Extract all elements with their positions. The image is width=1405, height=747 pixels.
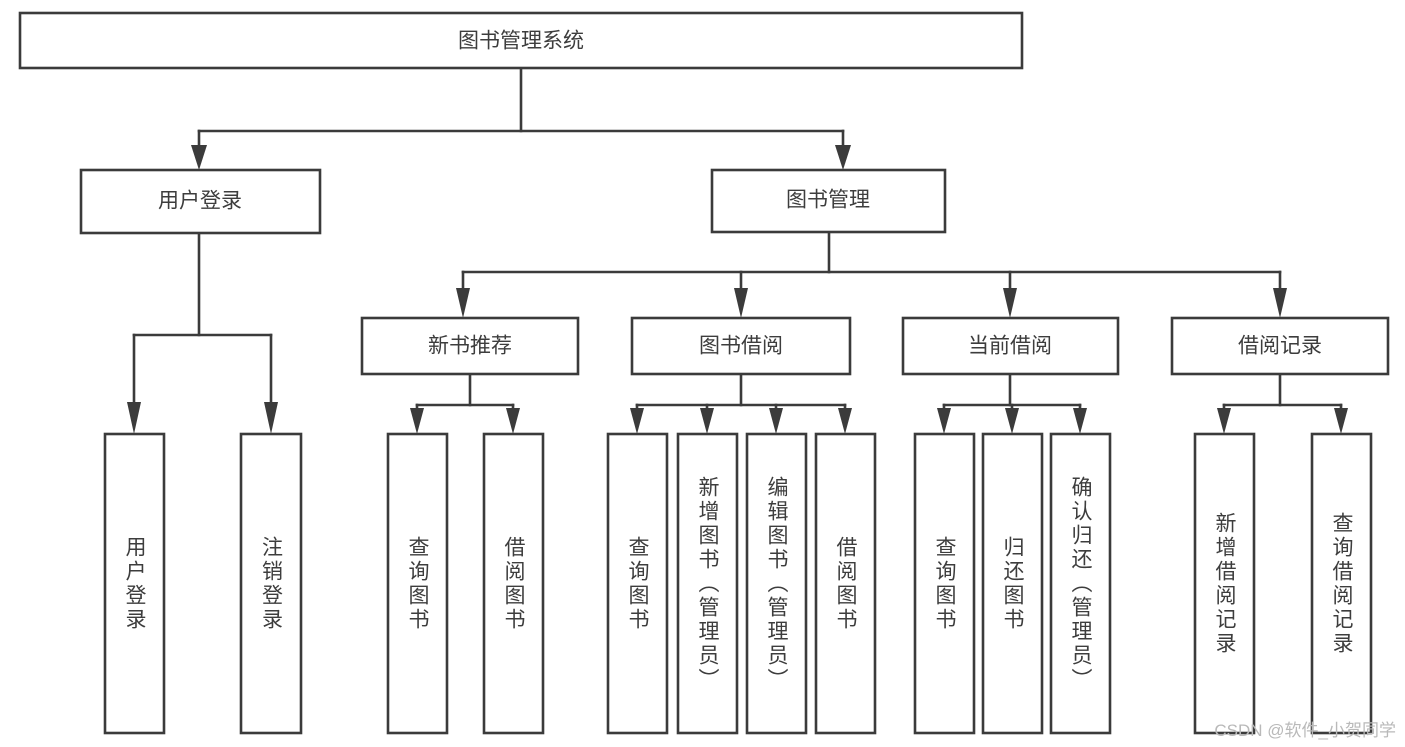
node-root-label: 图书管理系统 <box>458 30 584 53</box>
node-new-book-recommend-label: 新书推荐 <box>428 335 512 358</box>
leaf-query-record[interactable] <box>1310 432 1373 735</box>
node-current-borrow[interactable]: 当前借阅 <box>901 316 1120 376</box>
leaf-user-login-box[interactable] <box>103 432 166 735</box>
connector-group-book-manage <box>456 230 1287 318</box>
node-borrow-record-box[interactable] <box>1170 316 1390 376</box>
node-new-book-recommend[interactable]: 新书推荐 <box>360 316 580 376</box>
leaf-borrow-book-2-box[interactable] <box>814 432 877 735</box>
arrow-head-leaf-borrow-book-2 <box>838 408 852 434</box>
node-root[interactable]: 图书管理系统 <box>18 11 1024 70</box>
arrow-head-leaf-add-book <box>700 408 714 434</box>
node-book-borrow-label: 图书借阅 <box>699 335 783 358</box>
connector-group-user-login <box>127 231 278 434</box>
leaf-query-book-1-box[interactable] <box>386 432 449 735</box>
leaf-confirm-return[interactable] <box>1049 432 1112 735</box>
arrow-head-book-borrow <box>734 288 748 318</box>
leaf-add-book-box[interactable] <box>676 432 739 735</box>
connector-group-current-borrow <box>937 372 1087 434</box>
leaf-borrow-book-1-box[interactable] <box>482 432 545 735</box>
leaf-query-book-3-box[interactable] <box>913 432 976 735</box>
node-book-borrow[interactable]: 图书借阅 <box>630 316 852 376</box>
arrow-head-book-manage <box>835 145 851 170</box>
leaf-edit-book[interactable] <box>745 432 808 735</box>
node-user-login-box[interactable] <box>79 168 322 235</box>
arrow-head-new-book-recommend <box>456 288 470 318</box>
node-user-login-label: 用户登录 <box>158 190 242 213</box>
connector-group-borrow-record <box>1217 372 1348 434</box>
node-user-login[interactable]: 用户登录 <box>79 168 322 235</box>
arrow-head-borrow-record <box>1273 288 1287 318</box>
arrow-head-leaf-confirm-return <box>1073 408 1087 434</box>
node-book-manage-label: 图书管理 <box>786 189 870 212</box>
arrow-head-leaf-query-book-3 <box>937 408 951 434</box>
node-root-box[interactable] <box>18 11 1024 70</box>
node-book-manage-box[interactable] <box>710 168 947 234</box>
arrow-head-leaf-user-login <box>127 402 141 434</box>
leaf-borrow-book-2[interactable] <box>814 432 877 735</box>
arrow-head-user-login <box>191 145 207 170</box>
connector-group-book-borrow <box>630 372 852 434</box>
arrow-head-leaf-return-book <box>1005 408 1019 434</box>
node-current-borrow-box[interactable] <box>901 316 1120 376</box>
leaf-edit-book-box[interactable] <box>745 432 808 735</box>
node-book-borrow-box[interactable] <box>630 316 852 376</box>
leaf-user-logout-box[interactable] <box>239 432 303 735</box>
leaf-add-record[interactable] <box>1193 432 1256 735</box>
leaf-borrow-book-1[interactable] <box>482 432 545 735</box>
leaf-return-book[interactable] <box>981 432 1044 735</box>
node-new-book-recommend-box[interactable] <box>360 316 580 376</box>
node-book-manage[interactable]: 图书管理 <box>710 168 947 234</box>
arrow-head-leaf-add-record <box>1217 408 1231 434</box>
arrow-head-leaf-query-book-1 <box>410 408 424 434</box>
leaf-confirm-return-box[interactable] <box>1049 432 1112 735</box>
leaf-query-book-3[interactable] <box>913 432 976 735</box>
arrow-head-leaf-edit-book <box>769 408 783 434</box>
node-borrow-record[interactable]: 借阅记录 <box>1170 316 1390 376</box>
arrow-head-leaf-borrow-book-1 <box>506 408 520 434</box>
leaf-return-book-box[interactable] <box>981 432 1044 735</box>
leaf-add-book[interactable] <box>676 432 739 735</box>
arrow-head-current-borrow <box>1003 288 1017 318</box>
leaf-add-record-box[interactable] <box>1193 432 1256 735</box>
leaf-query-book-2-box[interactable] <box>606 432 669 735</box>
node-current-borrow-label: 当前借阅 <box>968 335 1052 358</box>
leaf-query-book-2[interactable] <box>606 432 669 735</box>
leaf-user-login[interactable] <box>103 432 166 735</box>
node-borrow-record-label: 借阅记录 <box>1238 335 1322 358</box>
arrow-head-leaf-query-book-2 <box>630 408 644 434</box>
leaf-query-record-box[interactable] <box>1310 432 1373 735</box>
connector-group-root <box>191 66 851 170</box>
arrow-head-leaf-query-record <box>1334 408 1348 434</box>
connector-group-new-book-recommend <box>410 372 520 434</box>
leaf-user-logout[interactable] <box>239 432 303 735</box>
leaf-query-book-1[interactable] <box>386 432 449 735</box>
arrow-head-leaf-user-logout <box>264 402 278 434</box>
